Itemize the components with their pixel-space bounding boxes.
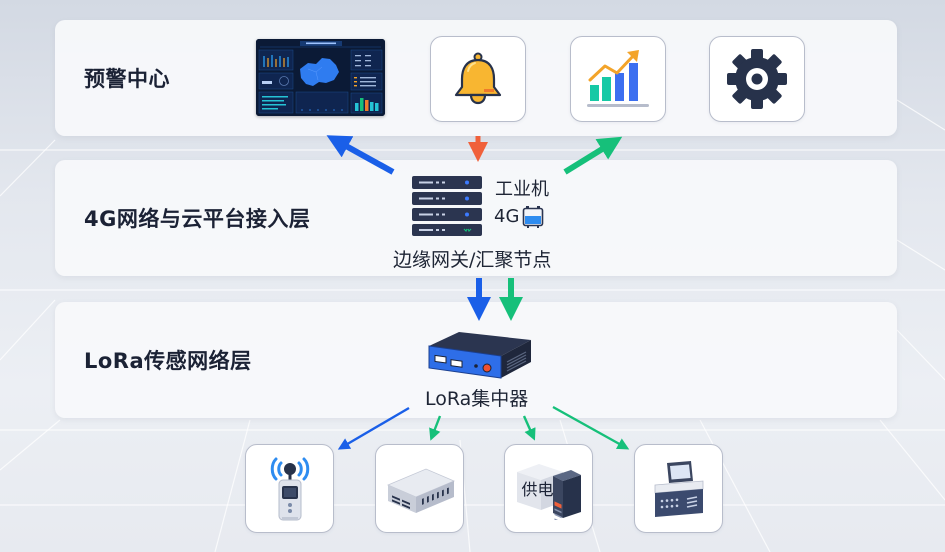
device-switch[interactable]: [375, 444, 464, 533]
power-supply-icon: 供电: [513, 458, 585, 520]
lora-concentrator[interactable]: [425, 330, 535, 380]
gateway-caption: 边缘网关/汇聚节点: [393, 249, 552, 271]
monitoring-dashboard-screen[interactable]: [256, 39, 385, 116]
gateway-4g-text: 4G: [494, 206, 520, 227]
panel-access-layer: 4G网络与云平台接入层: [55, 160, 897, 276]
gateway-label-4g: 4G: [494, 204, 544, 229]
network-switch-icon: [386, 468, 455, 513]
device-terminal[interactable]: [634, 444, 723, 533]
terminal-device-icon: [654, 460, 703, 517]
lora-box-icon: [428, 332, 531, 379]
layer-label-sensor: LoRa传感网络层: [84, 349, 252, 373]
antenna-sensor-icon: [270, 457, 309, 520]
server-rack[interactable]: [411, 175, 483, 237]
layer-label-alert-center: 预警中心: [84, 67, 170, 91]
dashboard-screen-icon: [256, 39, 385, 116]
bell-icon: [454, 52, 502, 105]
server-rack-icon: [412, 176, 482, 236]
sim-card-icon: [523, 205, 544, 228]
power-supply-label: 供电: [521, 479, 554, 499]
alarm-card[interactable]: [430, 36, 526, 122]
device-power-supply[interactable]: 供电: [504, 444, 593, 533]
gear-icon: [727, 49, 787, 109]
layer-label-access: 4G网络与云平台接入层: [84, 207, 311, 231]
settings-card[interactable]: [709, 36, 805, 122]
device-wireless-sensor[interactable]: [245, 444, 334, 533]
analytics-card[interactable]: [570, 36, 666, 122]
bar-chart-trend-icon: [587, 50, 649, 107]
concentrator-caption: LoRa集中器: [425, 388, 529, 410]
gateway-label-line1: 工业机: [495, 179, 549, 200]
